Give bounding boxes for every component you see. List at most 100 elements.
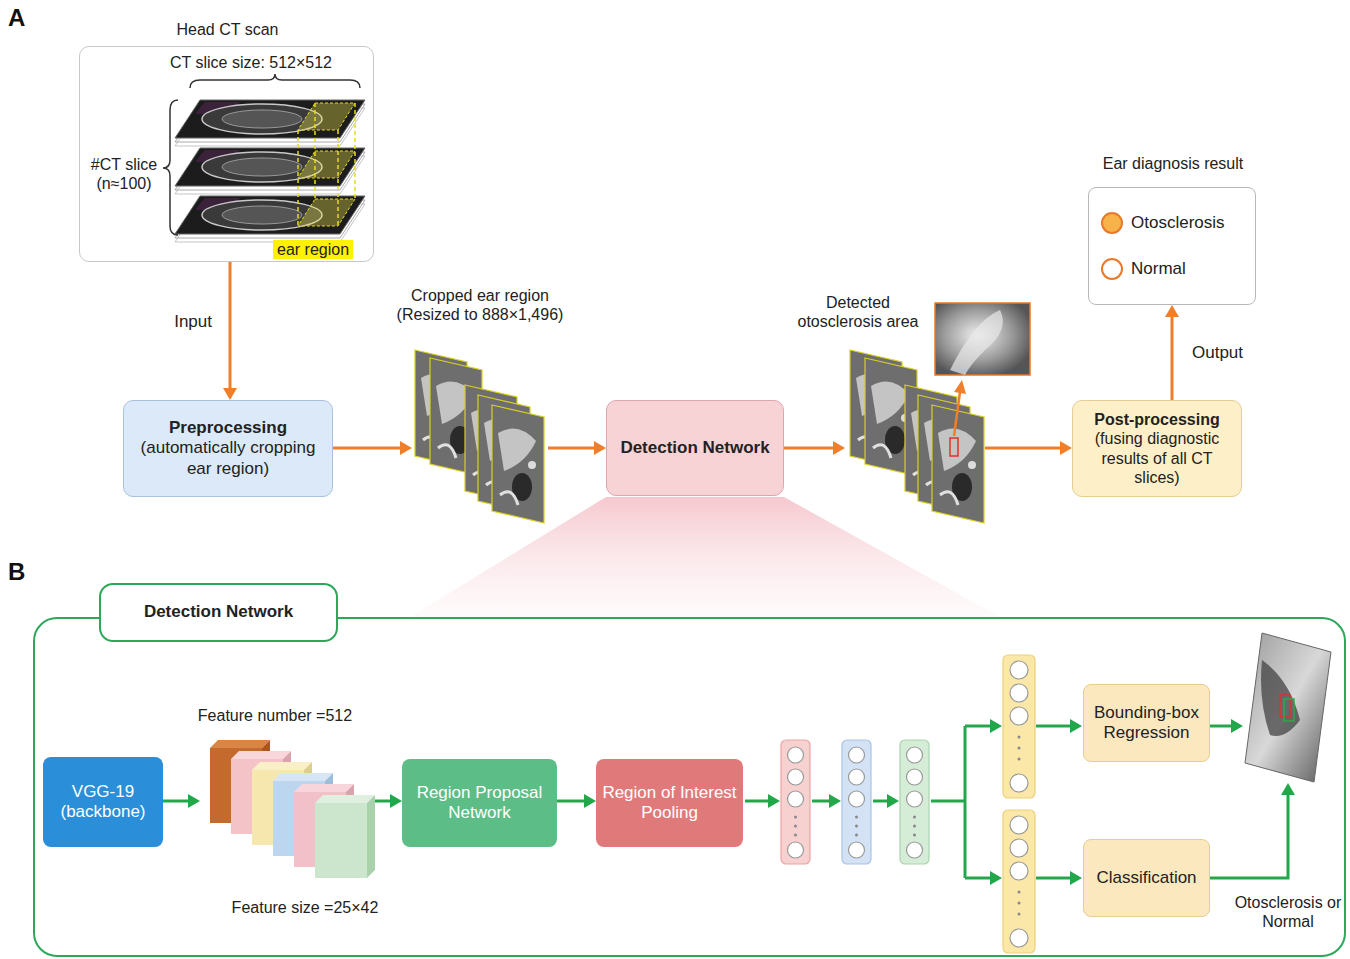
- connector-line: [1210, 725, 1233, 728]
- fc-layers: [913, 834, 916, 837]
- fc-layers: [1018, 736, 1021, 739]
- fc-layers: [1003, 810, 1035, 953]
- fc-layers: [1010, 929, 1028, 947]
- layer-arrows: [1070, 871, 1082, 885]
- detected-stack: [932, 405, 984, 523]
- connector: [375, 794, 402, 808]
- fc-layers: [907, 747, 923, 763]
- fc-layers: [842, 740, 871, 864]
- fc-layers: [1018, 913, 1021, 916]
- radio-symbol: [1101, 212, 1123, 234]
- edge-label: Input: [150, 312, 212, 332]
- option-row: Otosclerosis: [1101, 212, 1255, 234]
- output-image: [1261, 660, 1300, 736]
- scan-panel: Head CT scanCT slice size: 512×512#CT sl…: [79, 46, 374, 262]
- fc-layers: [849, 842, 865, 858]
- feature-cube: [294, 784, 354, 792]
- fc-layers: [1010, 707, 1028, 725]
- arrow-head: [1165, 305, 1179, 317]
- connector-line: [375, 800, 392, 803]
- text-group: Region Proposal Network: [408, 783, 551, 824]
- fc-layers: [788, 791, 804, 807]
- ct-stack: [175, 196, 365, 242]
- ct-stack: [298, 103, 355, 226]
- fc-layers: [855, 825, 858, 828]
- detected-stack: [954, 380, 966, 394]
- connector-line: [548, 447, 596, 450]
- stack-caption: Detected otosclerosis area: [788, 293, 928, 331]
- arrow-head: [400, 441, 412, 455]
- fc-layers: [788, 842, 804, 858]
- connector: [557, 794, 596, 808]
- text-group: Classification: [1090, 868, 1203, 888]
- panel-letter: B: [8, 558, 25, 586]
- layer-arrows: [768, 719, 1082, 885]
- arrow-head: [1231, 719, 1243, 733]
- backbone-box: VGG-19 (backbone): [43, 757, 163, 847]
- region-tag: ear region: [273, 240, 353, 259]
- fc-layers: [794, 825, 797, 828]
- fc-layers: [788, 769, 804, 785]
- panel-heading: Ear diagnosis result: [1063, 154, 1283, 173]
- fc-layers: [794, 834, 797, 837]
- fc-layers: [1010, 839, 1028, 857]
- arrow-head: [390, 794, 402, 808]
- cropped-stack: [492, 405, 544, 523]
- text-group: Post-processing(fusing diagnostic result…: [1079, 410, 1235, 487]
- box-title: VGG-19 (backbone): [49, 782, 157, 823]
- layer-arrows: [990, 871, 1002, 885]
- fc-layers: [788, 661, 1029, 947]
- fc-layers: [907, 791, 923, 807]
- arrow-head: [188, 794, 200, 808]
- feature-cube: [273, 773, 333, 781]
- box-title: Region Proposal Network: [408, 783, 551, 824]
- fc-layers: [1010, 661, 1028, 679]
- radio-symbol: [1101, 258, 1123, 280]
- output-image: Otosclerosis or Normal: [1243, 633, 1331, 783]
- cropped-stack: [415, 350, 544, 523]
- connector-line: [557, 800, 586, 803]
- arrow-head: [833, 441, 845, 455]
- connector: [1210, 783, 1295, 878]
- fc-layers: [855, 834, 858, 837]
- text-group: VGG-19 (backbone): [49, 782, 157, 823]
- layer-arrows: [990, 719, 1002, 733]
- connector-line: [333, 447, 402, 450]
- connector-line: [229, 262, 232, 390]
- feature-cube: [315, 795, 375, 803]
- feature-label: Feature size =25×42: [215, 898, 395, 917]
- image-stack: Cropped ear region (Resized to 888×1,496…: [412, 345, 548, 525]
- layer-arrows: [829, 794, 841, 808]
- connector: [548, 441, 606, 455]
- box-title: Post-processing: [1079, 410, 1235, 429]
- fc-layers: [1003, 655, 1035, 798]
- detected-stack: [950, 438, 958, 456]
- feature-cube: [210, 740, 270, 748]
- connector: [985, 441, 1072, 455]
- fc-layers: [913, 816, 916, 819]
- arrow-head: [223, 388, 237, 400]
- arrow-head: [594, 441, 606, 455]
- detected-stack: [950, 310, 1003, 375]
- text-group: Bounding-box Regression: [1090, 703, 1203, 744]
- fc-layers: [849, 747, 865, 763]
- process-box: Detection Network: [606, 400, 784, 496]
- ct-stack: [175, 100, 365, 242]
- detected-stack: [935, 303, 1030, 375]
- feature-cube: [315, 803, 367, 878]
- layer-arrows: [1070, 719, 1082, 733]
- detected-stack: [954, 392, 960, 436]
- panel-letter: A: [8, 4, 25, 32]
- ct-stack: [175, 148, 365, 194]
- box-title: Region of Interest Pooling: [602, 783, 737, 824]
- fc-layers: [1010, 862, 1028, 880]
- feature-cube: [367, 795, 375, 878]
- connector: [163, 794, 200, 808]
- fc-layers: [1010, 684, 1028, 702]
- connector: [1210, 719, 1243, 733]
- layer-arrows: [887, 794, 899, 808]
- box-title: Classification: [1090, 868, 1203, 888]
- connector-line: [784, 447, 835, 450]
- fc-layers: [1018, 758, 1021, 761]
- fc-layers: [781, 655, 1035, 953]
